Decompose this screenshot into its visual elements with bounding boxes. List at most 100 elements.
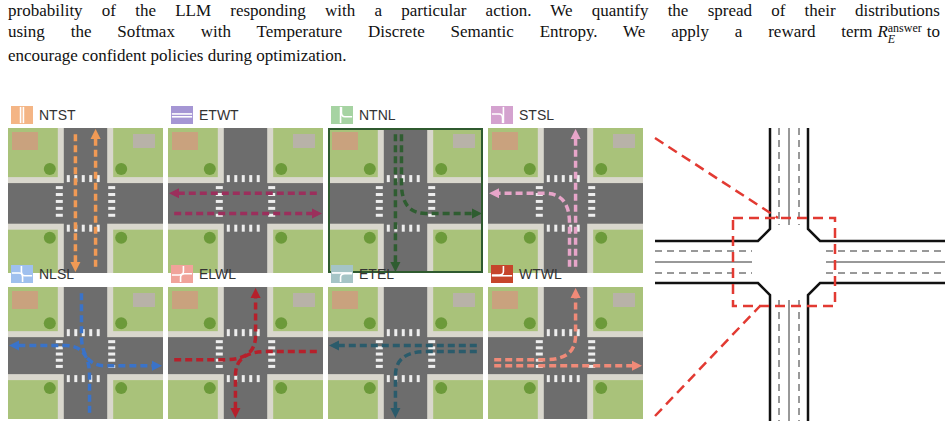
movement-arrow	[401, 134, 476, 213]
phase-heading: ETWT	[168, 104, 323, 126]
grass	[593, 230, 643, 273]
intersection-illustration	[168, 287, 323, 419]
movement-arrows	[174, 193, 317, 213]
road-edge	[808, 128, 945, 241]
lane-line	[655, 273, 752, 274]
intersection-illustration	[8, 287, 163, 419]
tree	[275, 317, 287, 329]
tree	[524, 232, 536, 244]
center-line	[655, 262, 752, 263]
road-edges	[655, 128, 945, 421]
intersection-illustration	[328, 287, 483, 419]
grass	[593, 128, 643, 177]
road-edge	[808, 283, 945, 421]
phase-heading: WTWL	[488, 263, 643, 285]
tree	[595, 382, 607, 394]
tree	[275, 382, 287, 394]
movement-arrows	[14, 293, 157, 413]
grass	[168, 128, 218, 177]
sidewalk	[8, 128, 163, 273]
phase-panel: STSL	[488, 104, 643, 273]
movement-arrows	[174, 293, 317, 413]
road-edge	[655, 128, 770, 241]
phase-label: WTWL	[519, 266, 562, 282]
grass	[8, 128, 58, 177]
phase-panel: NTST	[8, 104, 163, 273]
grass	[328, 128, 378, 177]
phase-icon	[11, 265, 33, 283]
movement-arrows	[494, 293, 637, 366]
lane-line	[799, 128, 800, 225]
building	[453, 293, 475, 307]
tree	[115, 382, 127, 394]
phase-heading: STSL	[488, 104, 643, 126]
tree	[524, 382, 536, 394]
grass	[113, 230, 163, 273]
movement-arrow	[235, 352, 316, 413]
phase-icon	[171, 265, 193, 283]
movement-arrow	[14, 346, 89, 413]
sidewalk	[488, 287, 643, 419]
zoom-callout	[655, 138, 835, 416]
grass	[488, 287, 538, 331]
building	[172, 291, 198, 309]
grass	[273, 287, 323, 331]
tree	[364, 382, 376, 394]
tree	[275, 163, 287, 175]
grass	[433, 128, 483, 177]
grass	[433, 380, 483, 419]
grass	[433, 287, 483, 331]
tree	[115, 317, 127, 329]
crosswalks	[536, 175, 595, 232]
zoom-box	[733, 218, 835, 306]
phase-heading: NTST	[8, 104, 163, 126]
paragraph-text: using the Softmax with Temperature Discr…	[8, 22, 872, 41]
phase-icon	[171, 106, 193, 124]
movement-arrow	[174, 212, 317, 216]
grass	[273, 230, 323, 273]
road-edge	[655, 283, 770, 421]
building	[172, 132, 198, 150]
movement-arrows	[75, 134, 95, 267]
movement-arrow	[174, 192, 317, 196]
phase-label: NLSL	[39, 266, 74, 282]
sidewalk	[168, 128, 323, 273]
crosswalks	[56, 175, 115, 232]
tree	[204, 163, 216, 175]
lane-line	[779, 300, 780, 421]
phase-heading: NTNL	[328, 104, 483, 126]
tree	[275, 232, 287, 244]
tree	[524, 317, 536, 329]
sidewalk	[488, 128, 643, 273]
building	[492, 132, 518, 150]
lane-line	[779, 128, 780, 225]
phase-panel: NLSL	[8, 263, 163, 419]
building	[492, 291, 518, 309]
movement-arrow	[574, 134, 578, 267]
tree	[435, 382, 447, 394]
phase-panel: ETWT	[168, 104, 323, 273]
movement-arrow	[494, 193, 569, 266]
sidewalk	[168, 287, 323, 419]
text-line: encourage confident policies during opti…	[8, 45, 940, 66]
phase-heading: ELWL	[168, 263, 323, 285]
text-line: probability of the LLM responding with a…	[8, 0, 940, 21]
tree	[595, 317, 607, 329]
movement-arrow	[334, 344, 477, 348]
phase-heading: ETEL	[328, 263, 483, 285]
tree	[204, 317, 216, 329]
grass	[168, 287, 218, 331]
phase-panel: ELWL	[168, 263, 323, 419]
phase-label: ETWT	[199, 107, 239, 123]
tree	[204, 382, 216, 394]
intersection-illustration	[328, 128, 483, 273]
phase-label: NTNL	[359, 107, 396, 123]
tree	[364, 163, 376, 175]
grass	[113, 128, 163, 177]
grass	[113, 380, 163, 419]
movement-arrow	[174, 293, 255, 359]
zoom-leader	[655, 306, 760, 416]
movement-arrow	[94, 134, 98, 267]
schematic-ground	[650, 126, 949, 421]
lane-line	[826, 251, 945, 252]
